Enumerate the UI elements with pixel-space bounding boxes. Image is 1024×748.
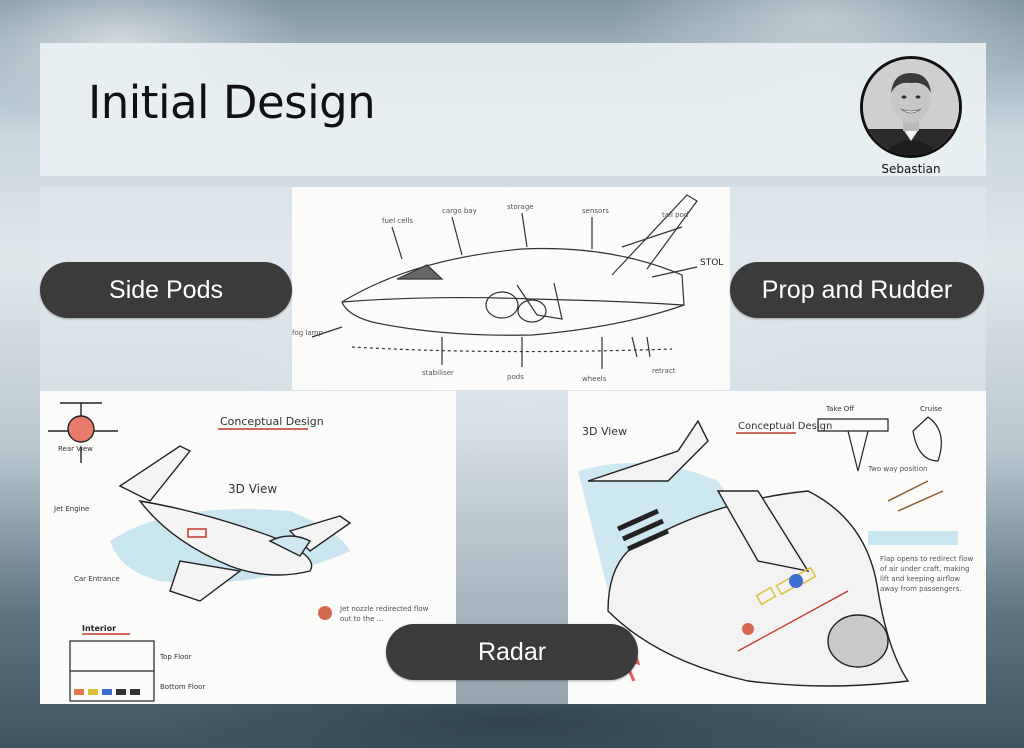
svg-text:out to the ...: out to the ...: [340, 615, 383, 623]
avatar-photo-icon: [863, 59, 959, 155]
side-view-sketch: fuel cells cargo bay storage sensors tai…: [292, 187, 730, 390]
svg-text:lift and keeping airflow: lift and keeping airflow: [880, 575, 960, 583]
aircraft-side-sketch-icon: fuel cells cargo bay storage sensors tai…: [292, 194, 723, 383]
take-off-label: Take Off: [825, 405, 854, 413]
left-heading: Conceptual Design: [220, 415, 324, 428]
title-panel: [40, 43, 986, 176]
svg-text:storage: storage: [507, 203, 534, 211]
cruise-label: Cruise: [920, 405, 942, 413]
bottom-floor-label: Bottom Floor: [160, 683, 205, 691]
svg-text:retract: retract: [652, 367, 676, 375]
side-pods-label: Side Pods: [40, 262, 292, 318]
svg-text:Jet nozzle redirected flow: Jet nozzle redirected flow: [339, 605, 429, 613]
svg-text:Flap opens to redirect flow: Flap opens to redirect flow: [880, 555, 973, 563]
presenter-avatar: [860, 56, 962, 158]
presenter-name: Sebastian: [881, 162, 941, 176]
svg-text:wheels: wheels: [582, 375, 607, 383]
svg-text:of air under craft, making: of air under craft, making: [880, 565, 970, 573]
svg-text:away from passengers.: away from passengers.: [880, 585, 961, 593]
svg-text:fuel cells: fuel cells: [382, 217, 413, 225]
prop-and-rudder-label: Prop and Rudder: [730, 262, 984, 318]
left-3d-view: 3D View: [228, 482, 277, 496]
svg-text:Two way position: Two way position: [867, 465, 927, 473]
stol-note: STOL: [700, 258, 723, 268]
right-heading: Conceptual Design: [738, 421, 832, 432]
radar-label: Radar: [386, 624, 638, 680]
svg-text:tail pod: tail pod: [662, 211, 688, 219]
aircraft-3d-left-sketch-icon: Rear View Conceptual Design 3D View Jet …: [48, 402, 429, 702]
rear-view-label: Rear View: [58, 445, 93, 453]
interior-label: Interior: [82, 624, 116, 633]
page-title: Initial Design: [88, 76, 376, 129]
svg-text:cargo bay: cargo bay: [442, 207, 477, 215]
svg-text:sensors: sensors: [582, 207, 609, 215]
jet-engine-label: Jet Engine: [53, 505, 89, 513]
svg-text:pods: pods: [507, 373, 524, 381]
aircraft-3d-right-sketch-icon: 3D View Conceptual Design Take Off Cruis…: [578, 405, 973, 687]
top-floor-label: Top Floor: [159, 653, 192, 661]
right-3d-view: 3D View: [582, 425, 627, 438]
car-entrance-label: Car Entrance: [74, 575, 120, 583]
svg-text:fog lamp: fog lamp: [292, 329, 323, 337]
svg-text:stabiliser: stabiliser: [422, 369, 454, 377]
